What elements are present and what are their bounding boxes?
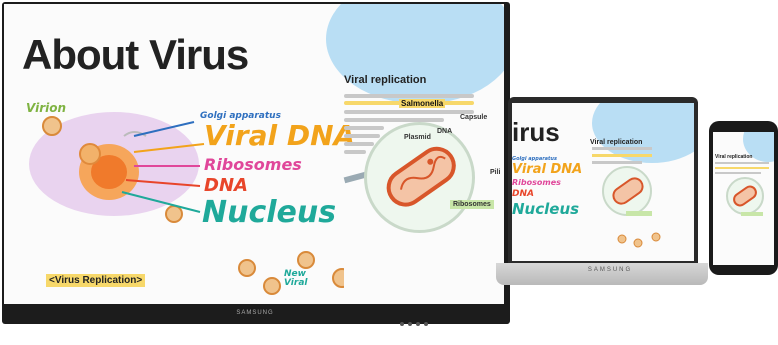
page-title: About Virus [22,31,249,78]
laptop-illustration [592,147,661,248]
laptop-label-dna: DNA [512,189,534,199]
text-line [344,142,374,146]
label-virion: Virion [26,101,67,115]
virus-replication-tag[interactable]: <Virus Replication> [46,274,146,287]
text-line [344,134,380,138]
background-blob [326,4,504,104]
laptop-screen: irus Viral replication Golgi apparatus V… [512,103,694,261]
label-dna: DNA [204,175,248,196]
label-dna-diagram: DNA [437,128,453,135]
text-line [344,150,366,154]
laptop-label-nucleus: Nucleus [512,200,580,218]
laptop-label-viral-dna: Viral DNA [512,162,583,177]
label-capsule: Capsule [460,114,488,121]
label-plasmid: Plasmid [404,134,431,141]
phone-illustration [715,162,769,216]
bacterium-illustration [386,146,456,207]
label-viral-dna: Viral DNA [204,119,356,152]
phone-panel-title: Viral replication [715,154,753,160]
laptop-title-fragment: irus [512,117,560,147]
text-line [344,94,474,98]
label-golgi-apparatus: Golgi apparatus [200,111,281,121]
magnifier-lens [364,122,475,233]
tv-brand-logo: SAMSUNG [236,310,274,316]
cell-illustration [29,112,344,295]
laptop-brand-logo: SAMSUNG [587,267,633,273]
label-ribosomes-diagram: Ribosomes [450,200,494,209]
highlighted-word: Salmonella [399,99,446,108]
laptop-base [496,263,708,285]
text-line [344,126,384,130]
laptop-label-golgi: Golgi apparatus [512,156,557,162]
label-nucleus: Nucleus [202,195,337,230]
label-new-viral: New Viral [284,269,308,288]
text-line [344,118,444,122]
label-ribosomes: Ribosomes [204,155,302,174]
label-pili: Pili [490,169,501,176]
panel-title: Viral replication [344,74,427,86]
large-display-screen: About Virus Virion Golgi apparatus Viral… [4,4,504,304]
tv-indicator-lights [400,313,460,326]
laptop-panel-title: Viral replication [590,139,643,146]
text-line [344,110,474,114]
smartphone-screen: Viral replication [713,132,774,265]
laptop-label-ribosomes: Ribosomes [512,178,561,187]
